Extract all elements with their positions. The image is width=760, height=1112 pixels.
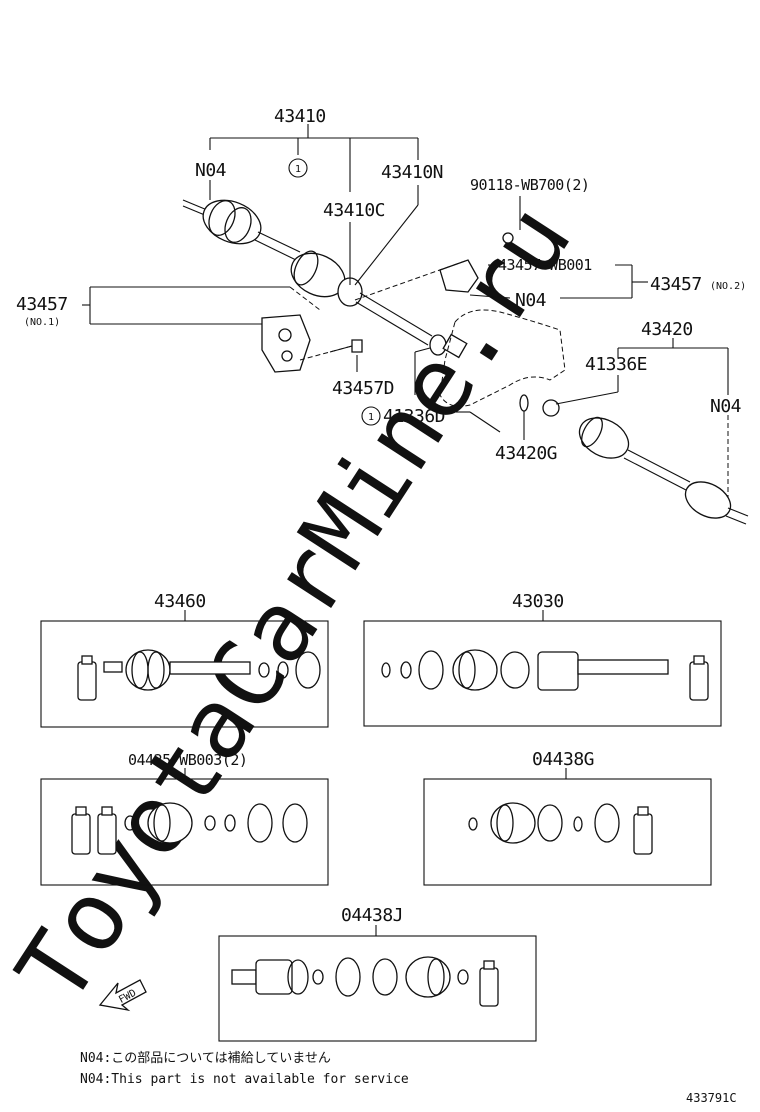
label-43457d: 43457D: [332, 378, 394, 399]
label-43457-right: 43457: [650, 274, 702, 295]
label-43457-left: 43457: [16, 294, 68, 315]
label-n04-right: N04: [710, 396, 741, 417]
note-en: N04:This part is not available for servi…: [80, 1072, 409, 1087]
label-41336d: 41336D: [383, 406, 445, 427]
circle-mark-1-top: [288, 158, 308, 178]
figure-id: 433791C: [686, 1091, 737, 1105]
kit-04438j: 04438J: [218, 905, 537, 1042]
label-n04-mid: N04: [515, 290, 546, 311]
shaft-assembly: [182, 199, 749, 525]
circle-mark-1-bottom: [361, 406, 381, 426]
kit-43030: 43030: [363, 591, 722, 727]
label-43420: 43420: [641, 319, 693, 340]
kit-04438g-label: 04438G: [532, 749, 594, 770]
circle-mark-1-bottom-label: 1: [368, 412, 374, 423]
kit-04425-label: 04425-WB003(2): [128, 751, 247, 769]
kit-43030-label: 43030: [512, 591, 564, 612]
label-90118-wb700: 90118-WB700(2): [470, 176, 589, 194]
label-43410n: 43410N: [381, 162, 443, 183]
leader-lines: [82, 124, 729, 498]
kit-43460: 43460: [40, 591, 329, 728]
label-43410c: 43410C: [323, 200, 385, 221]
note-jp: N04:この部品については補給していません: [80, 1051, 331, 1066]
label-43410: 43410: [274, 106, 326, 127]
label-43457-wb001: 43457-WB001: [498, 256, 592, 274]
kit-04438g: 04438G: [423, 749, 712, 886]
watermark: ToyotaCarMine.ru: [0, 186, 593, 1023]
label-no1: (NO.1): [24, 317, 60, 328]
label-no2: (NO.2): [710, 281, 746, 292]
label-n04-top: N04: [195, 160, 226, 181]
circle-mark-1-top-label: 1: [295, 164, 301, 175]
kit-04438j-label: 04438J: [341, 905, 403, 926]
kit-04425-wb003: 04425-WB003(2): [40, 751, 329, 886]
label-41336e: 41336E: [585, 354, 647, 375]
kit-43460-label: 43460: [154, 591, 206, 612]
label-43420g: 43420G: [495, 443, 557, 464]
